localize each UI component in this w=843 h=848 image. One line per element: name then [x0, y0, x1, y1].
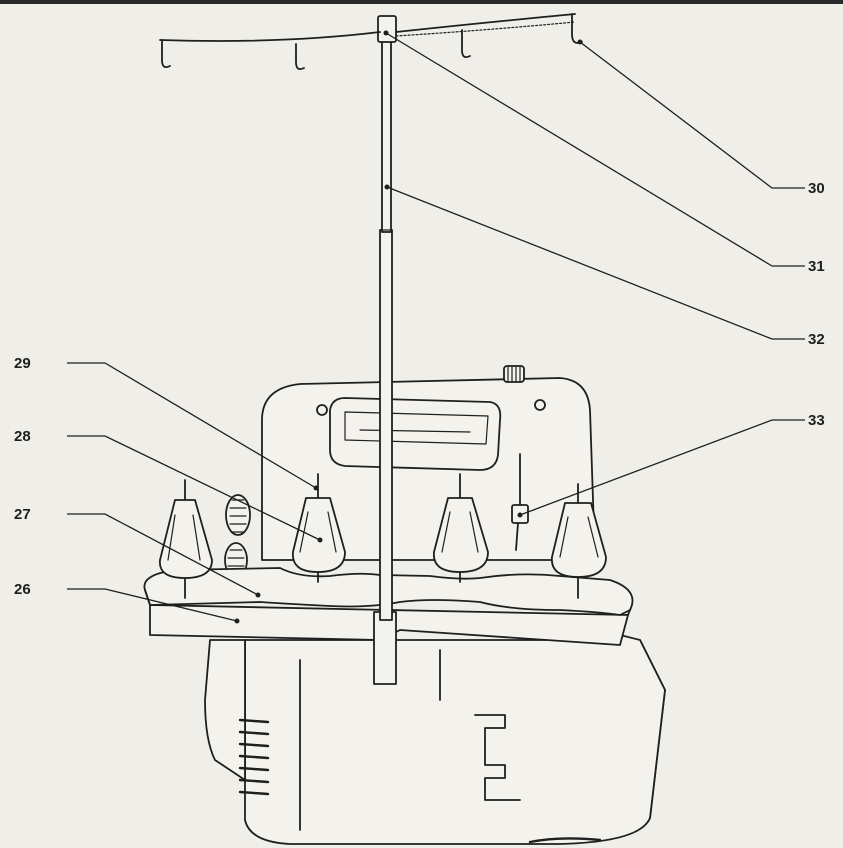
hook-icon [461, 29, 471, 59]
thread-guide-pole [373, 15, 397, 685]
upper-housing [224, 365, 596, 578]
hook-icon [571, 13, 583, 44]
callout-27: 27 [14, 506, 31, 523]
side-dial-icon [224, 494, 251, 578]
callout-26: 26 [14, 581, 31, 598]
callout-28: 28 [14, 428, 31, 445]
callout-31: 31 [808, 258, 825, 275]
leader-lines [67, 30, 805, 624]
top-border [0, 0, 843, 4]
top-knob-icon [503, 365, 525, 383]
callout-29: 29 [14, 355, 31, 372]
callout-33: 33 [808, 412, 825, 429]
hook-icon [295, 43, 305, 71]
spool-holder-4 [551, 483, 607, 599]
spool-holder-1 [159, 479, 213, 599]
hook-icon [161, 39, 171, 69]
callout-30: 30 [808, 180, 825, 197]
callout-32: 32 [808, 331, 825, 348]
thread-guide-arm [159, 13, 583, 71]
vent-slots [238, 718, 270, 796]
spool-holder-3 [433, 473, 489, 583]
machine-body [204, 619, 666, 845]
callout-labels: 26 27 28 29 30 31 32 33 [14, 180, 825, 598]
spool-holder-2 [292, 473, 346, 583]
